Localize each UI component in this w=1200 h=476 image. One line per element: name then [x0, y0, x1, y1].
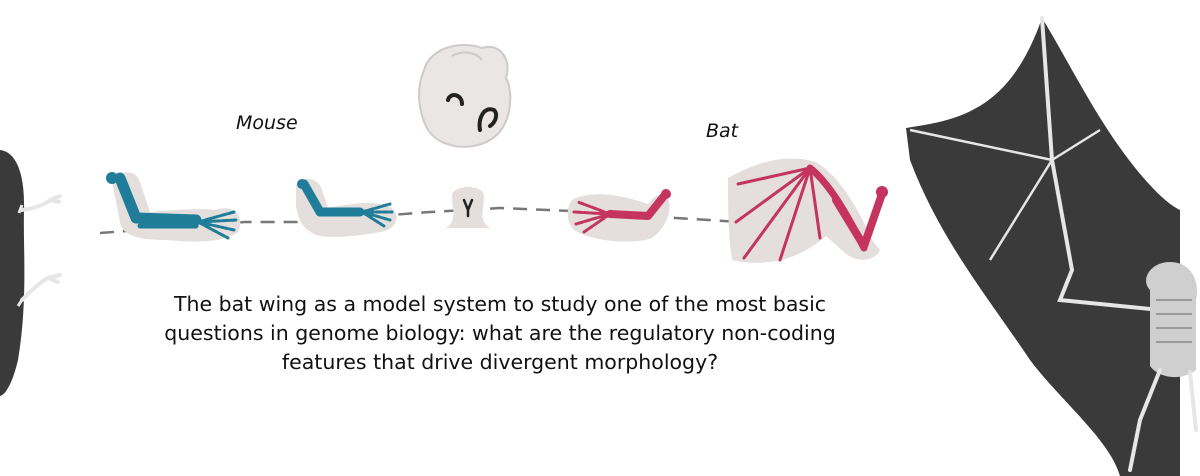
caption-line-2: questions in genome biology: what are th… — [164, 321, 836, 345]
caption-line-1: The bat wing as a model system to study … — [173, 292, 827, 316]
mouse-silhouette — [0, 150, 62, 396]
mouse-forelimb-embryo — [296, 178, 397, 237]
bat-wing-embryo — [728, 158, 888, 263]
mouse-forelimb-adult — [106, 172, 241, 242]
caption: The bat wing as a model system to study … — [110, 290, 890, 377]
limb-bud — [446, 187, 490, 228]
bat-label: Bat — [706, 120, 739, 142]
mouse-label: Mouse — [236, 112, 298, 134]
embryo-illustration — [418, 44, 512, 148]
bat-silhouette — [906, 16, 1198, 476]
caption-line-3: features that drive divergent morphology… — [281, 350, 719, 374]
bat-forelimb-embryo — [567, 189, 671, 242]
